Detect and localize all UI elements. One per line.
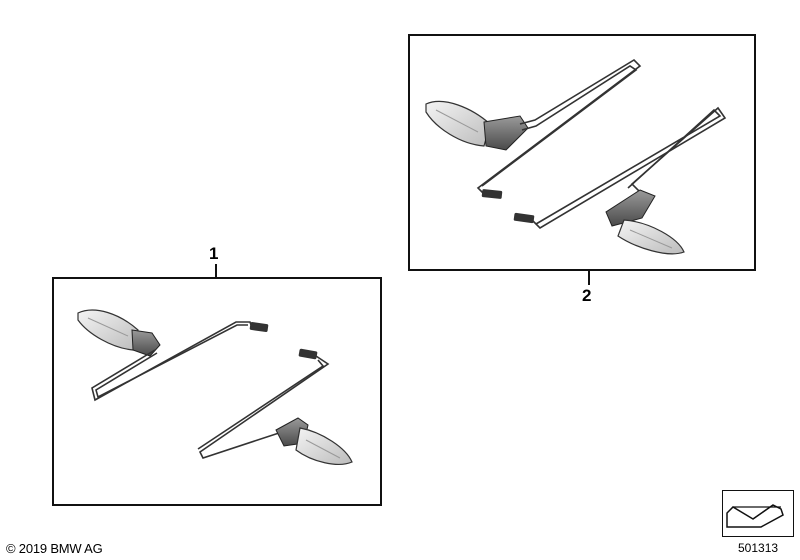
callout-1-leader-line [215, 264, 217, 277]
cable-2a [476, 58, 642, 195]
cable-1b [197, 355, 330, 459]
connector-1a [249, 321, 269, 333]
cable-1a [91, 321, 253, 402]
part-group-2-frame[interactable] [408, 34, 756, 271]
connector-1b [298, 348, 318, 360]
arrow-down-left-icon [726, 504, 784, 528]
diagram-id-number: 501313 [738, 541, 779, 555]
copyright-text: © 2019 BMW AG [6, 541, 103, 556]
cable-2b [531, 106, 727, 230]
connector-2a [481, 189, 503, 199]
navigation-badge[interactable] [722, 490, 794, 537]
callout-2-leader-line [588, 271, 590, 285]
callout-1-number[interactable]: 1 [209, 244, 219, 263]
turn-signal-left-1 [77, 309, 161, 357]
connector-2b [513, 212, 535, 224]
turn-signal-right-2 [605, 189, 685, 255]
callout-2-number[interactable]: 2 [582, 286, 592, 305]
turn-signal-left-2 [425, 100, 529, 151]
turn-signal-right-1 [275, 417, 353, 465]
